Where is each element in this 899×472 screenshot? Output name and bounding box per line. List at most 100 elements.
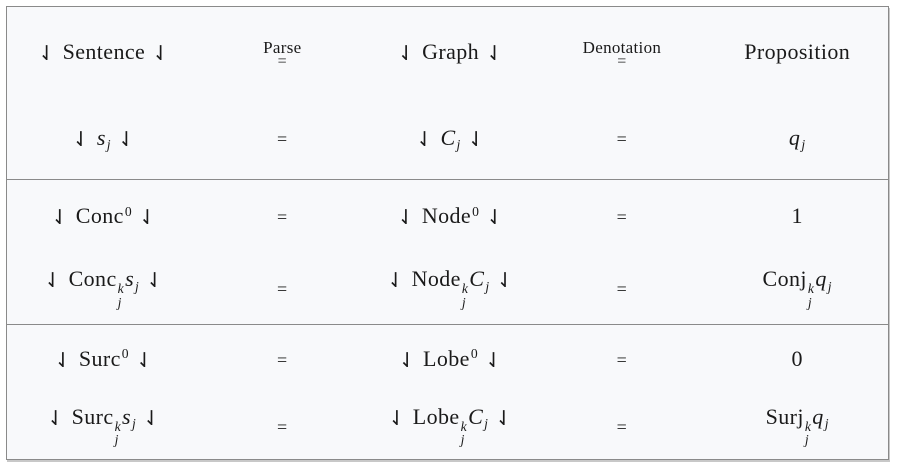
cell-proposition: 1: [706, 203, 887, 229]
superscript: k: [804, 418, 812, 434]
cell-parse: =: [201, 346, 364, 372]
equals-sign: =: [277, 129, 288, 149]
subscript: j: [807, 294, 813, 310]
italic-variable: q: [812, 403, 824, 429]
superscript: 0: [124, 203, 133, 219]
header-cell-proposition: Proposition: [706, 39, 887, 65]
superscript: k: [807, 281, 815, 297]
down-harpoon-icon: ⇃: [38, 41, 56, 65]
superscript: k: [114, 418, 122, 434]
italic-variable: C: [469, 266, 485, 292]
equals-sign: =: [277, 349, 288, 370]
roman-text: Surc: [78, 345, 121, 371]
equals-sign: =: [616, 207, 628, 227]
subscript: j: [804, 432, 810, 448]
subscript: j: [460, 432, 465, 448]
italic-variable: q: [815, 266, 827, 292]
subscript: j: [827, 278, 832, 294]
cell-denotation: =: [537, 203, 706, 229]
italic-variable: s: [96, 125, 106, 150]
italic-variable: C: [440, 125, 456, 150]
roman-text: Surc: [71, 403, 114, 429]
roman-text: Lobe: [423, 345, 470, 371]
down-harpoon-icon: ⇃: [72, 127, 90, 151]
superscript: 0: [472, 203, 480, 219]
cell-graph: ⇃Lobe0⇃: [364, 346, 538, 372]
header-cell-denotation: Denotation=: [537, 33, 706, 71]
equals-sign: =: [616, 279, 628, 299]
roman-text: Sentence: [62, 39, 146, 64]
subscript: j: [485, 278, 490, 294]
superscript: k: [117, 281, 125, 297]
superscript: k: [460, 418, 468, 434]
down-harpoon-icon: ⇃: [44, 268, 62, 293]
subscript: j: [131, 416, 137, 432]
table-section-0: ⇃sj⇃=⇃Cj⇃=qj: [7, 97, 888, 179]
table-row: ⇃sj⇃=⇃Cj⇃=qj: [7, 97, 888, 179]
subscript: j: [801, 137, 806, 153]
subscript: j: [484, 416, 489, 432]
down-harpoon-icon: ⇃: [397, 205, 415, 229]
italic-variable: C: [468, 403, 484, 429]
down-harpoon-icon: ⇃: [387, 268, 405, 293]
roman-text: 0: [791, 345, 803, 371]
italic-variable: s: [125, 266, 135, 292]
down-harpoon-icon: ⇃: [388, 405, 406, 430]
cell-denotation: =: [537, 413, 706, 439]
cell-proposition: qj: [706, 125, 887, 153]
down-harpoon-icon: ⇃: [485, 347, 503, 372]
table-row: ⇃Surc0⇃=⇃Lobe0⇃=0: [7, 325, 888, 392]
cell-sentence: ⇃sj⇃: [7, 125, 201, 152]
down-harpoon-icon: ⇃: [51, 205, 69, 229]
superscript: 0: [121, 346, 129, 361]
equality-label: Parse: [263, 38, 302, 58]
roman-text: Proposition: [744, 39, 851, 64]
cell-denotation: =: [537, 125, 706, 151]
cell-graph: ⇃Cj⇃: [364, 125, 538, 153]
cell-denotation: =: [537, 275, 706, 301]
down-harpoon-icon: ⇃: [486, 41, 504, 65]
equals-sign: =: [277, 416, 288, 437]
roman-text: Surj: [765, 403, 804, 429]
cell-sentence: ⇃Conc0⇃: [7, 203, 201, 229]
down-harpoon-icon: ⇃: [146, 268, 164, 293]
down-harpoon-icon: ⇃: [467, 127, 486, 151]
down-harpoon-icon: ⇃: [47, 405, 65, 430]
superscript: k: [461, 281, 469, 297]
down-harpoon-icon: ⇃: [397, 41, 416, 65]
equals-sign: =: [616, 129, 628, 149]
equals-sign: =: [617, 53, 627, 71]
cell-proposition: 0: [706, 346, 887, 372]
cell-parse: =: [201, 203, 364, 229]
cell-parse: =: [201, 413, 364, 439]
down-harpoon-icon: ⇃: [152, 41, 170, 65]
equals-sign: =: [277, 279, 288, 299]
roman-text: Conc: [75, 203, 124, 228]
header-cell-graph: ⇃Graph⇃: [364, 39, 538, 65]
equality-label: Denotation: [582, 38, 662, 58]
roman-text: 1: [791, 203, 803, 228]
subscript: j: [456, 137, 461, 153]
cell-parse: =: [201, 275, 364, 301]
subscript: j: [135, 278, 140, 294]
down-harpoon-icon: ⇃: [416, 127, 434, 151]
down-harpoon-icon: ⇃: [135, 347, 154, 372]
labeled-equality: Parse=: [263, 39, 301, 71]
header-cell-sentence: ⇃Sentence⇃: [7, 39, 201, 65]
cell-denotation: =: [537, 346, 706, 372]
cell-graph: ⇃Node0⇃: [364, 203, 538, 229]
labeled-equality: Denotation=: [583, 39, 662, 71]
roman-text: Node: [421, 203, 472, 228]
